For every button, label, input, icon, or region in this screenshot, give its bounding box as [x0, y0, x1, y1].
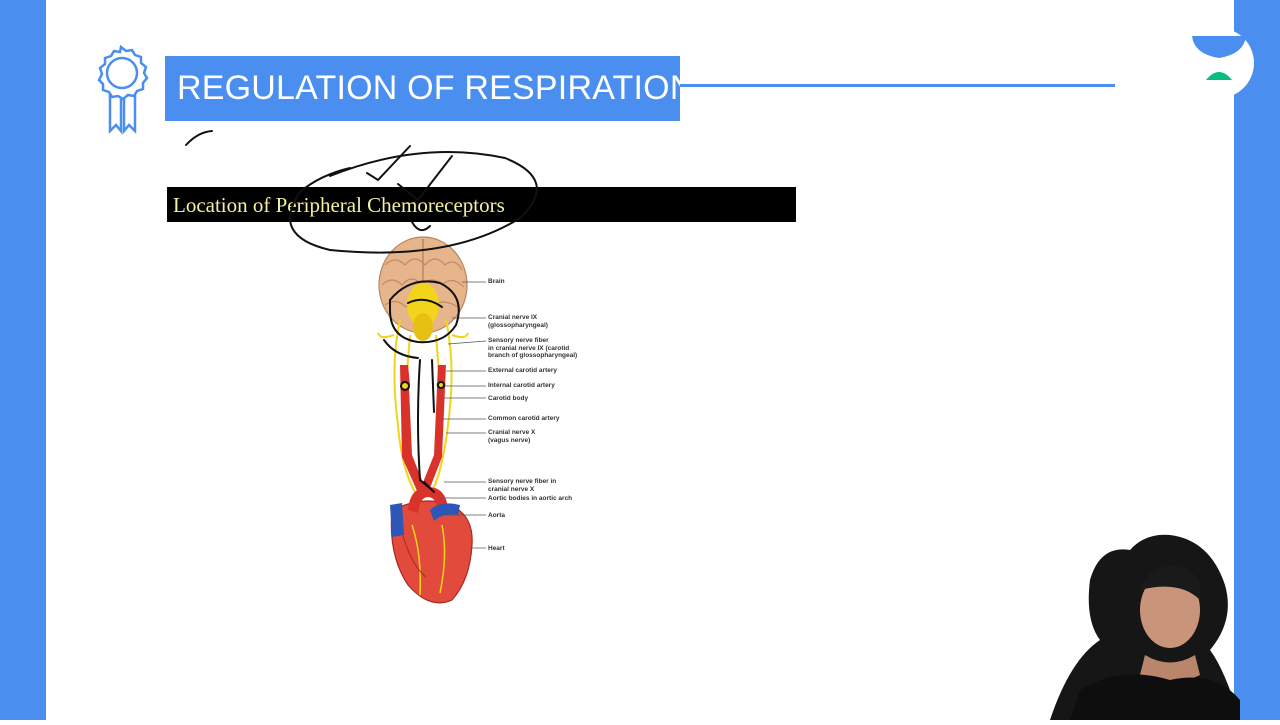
label-carotid-body: Carotid body — [488, 395, 529, 402]
label-sensory-fiber-x: Sensory nerve fiber in cranial nerve X — [488, 478, 557, 493]
label-internal-carotid: Internal carotid artery — [488, 382, 555, 389]
right-frame-bar — [1234, 0, 1280, 720]
label-brain: Brain — [488, 278, 505, 285]
label-aortic-bodies: Aortic bodies in aortic arch — [488, 495, 573, 502]
label-common-carotid: Common carotid artery — [488, 415, 560, 422]
award-ribbon-icon — [88, 42, 154, 141]
label-external-carotid: External carotid artery — [488, 367, 558, 374]
heart-illustration — [390, 487, 473, 604]
slide-title: REGULATION OF RESPIRATION — [165, 56, 680, 121]
presenter-video — [1040, 530, 1240, 725]
title-divider — [680, 84, 1115, 87]
left-frame-bar — [0, 0, 46, 720]
unacademy-logo-icon — [1184, 28, 1254, 98]
label-cranial-nerve-ix: Cranial nerve IX (glossopharyngeal) — [488, 314, 548, 329]
label-sensory-fiber-ix: Sensory nerve fiber in cranial nerve IX … — [488, 337, 578, 359]
chemoreceptor-diagram — [330, 225, 490, 615]
label-aorta: Aorta — [488, 512, 505, 519]
slide-subtitle: Location of Peripheral Chemoreceptors — [167, 187, 796, 222]
label-cranial-nerve-x: Cranial nerve X (vagus nerve) — [488, 429, 536, 444]
label-heart: Heart — [488, 545, 505, 552]
brain-illustration — [378, 236, 468, 341]
